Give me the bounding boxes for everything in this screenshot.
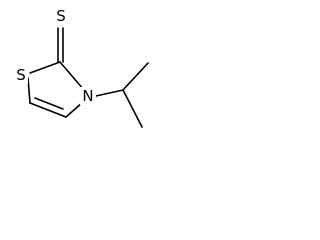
molecule-diagram: S S N — [14, 7, 149, 128]
structure-canvas: S S N — [0, 0, 156, 139]
bond-c2-s1 — [29, 61, 61, 74]
bond-ch-ch3-down — [122, 89, 143, 128]
ring-nitrogen-label: N — [82, 87, 93, 105]
ring-nitrogen-bg — [80, 87, 96, 105]
bond-s1-c5 — [27, 77, 31, 104]
ring-sulfur-bg — [14, 66, 28, 84]
bond-ch-ch3-up — [122, 62, 149, 91]
bond-n3-c2 — [59, 61, 85, 91]
bond-n3-ch — [95, 89, 124, 97]
bond-c5-c4-inner — [34, 97, 64, 110]
bond-c5-c4 — [29, 102, 67, 118]
thione-sulfur-bg — [54, 7, 68, 25]
thione-sulfur-label: S — [56, 7, 66, 25]
ring-sulfur-label: S — [16, 66, 26, 84]
